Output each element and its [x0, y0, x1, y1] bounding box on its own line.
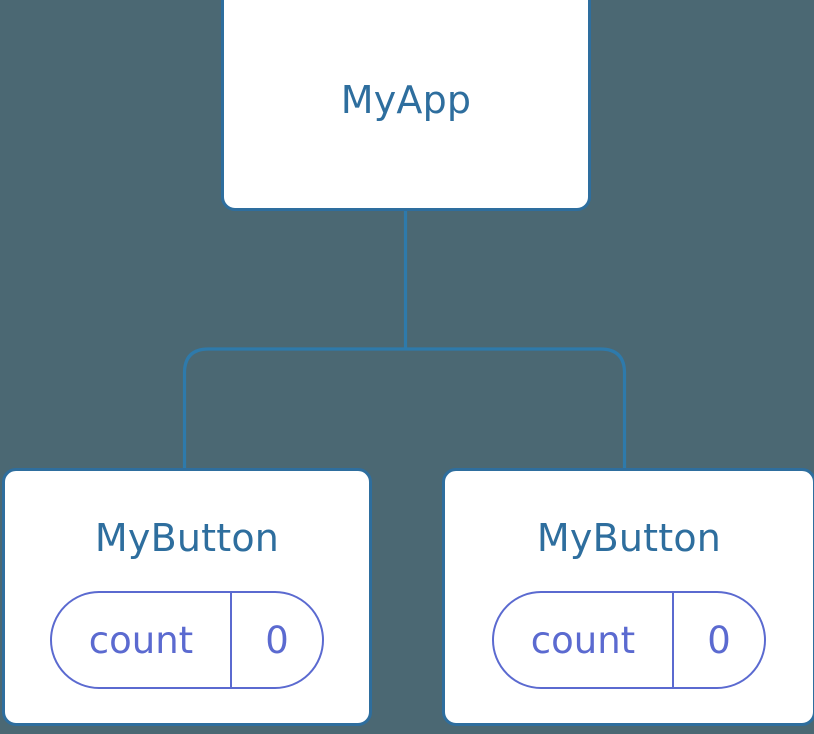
state-value: 0 — [230, 593, 322, 687]
component-node-title: MyApp — [340, 77, 472, 122]
state-pill[interactable]: count 0 — [492, 591, 766, 689]
connector-bracket — [182, 347, 627, 468]
state-value: 0 — [672, 593, 764, 687]
component-node-root[interactable]: MyApp — [221, 0, 591, 211]
component-node-title: MyButton — [94, 516, 280, 560]
state-key: count — [88, 618, 194, 662]
state-key: count — [530, 618, 636, 662]
component-node-title: MyButton — [536, 516, 722, 560]
component-node-child-1[interactable]: MyButton count 0 — [442, 468, 814, 726]
state-pill[interactable]: count 0 — [50, 591, 324, 689]
component-node-child-0[interactable]: MyButton count 0 — [2, 468, 372, 726]
